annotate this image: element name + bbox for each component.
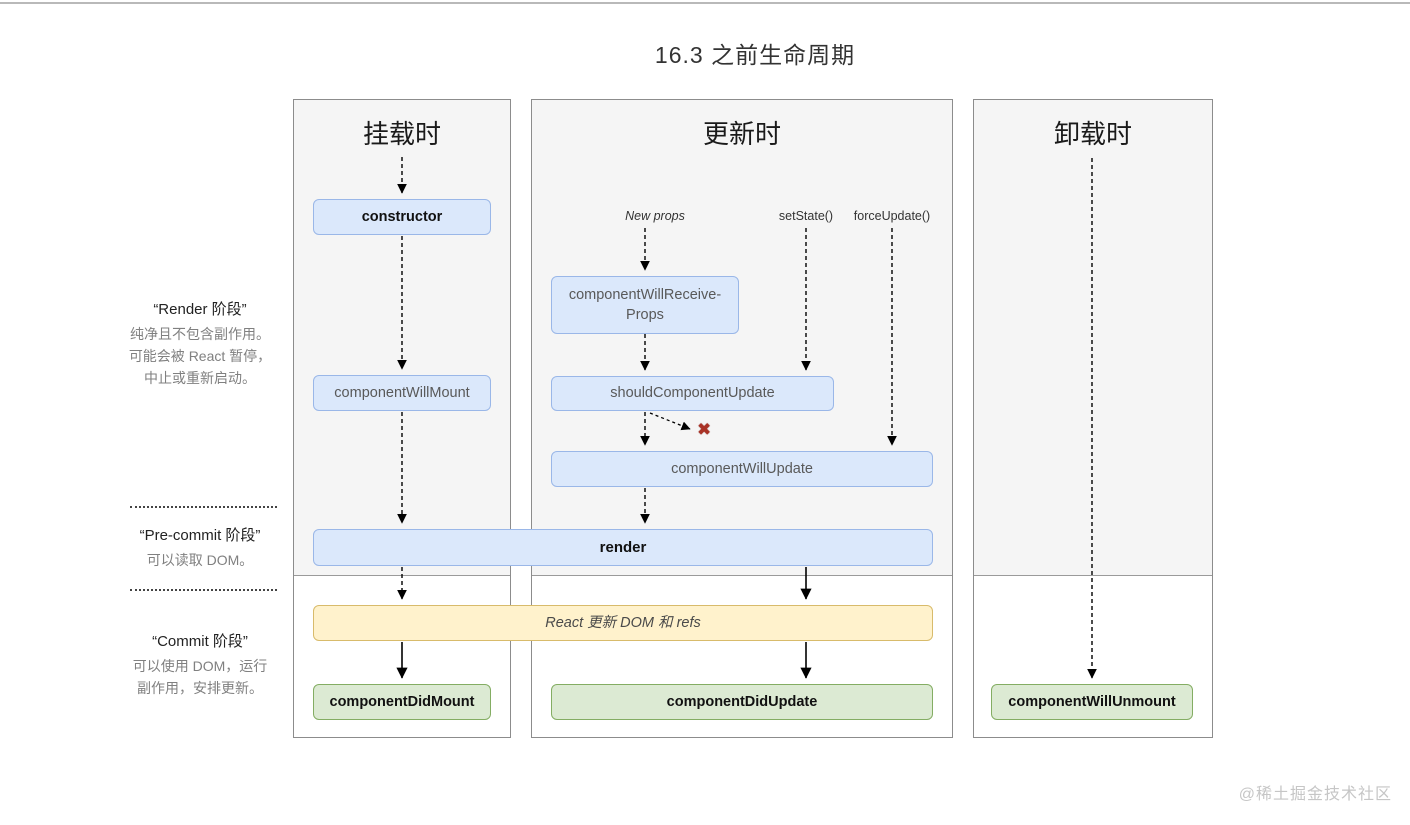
column-mount-shade	[294, 100, 510, 576]
node-component-did-update: componentDidUpdate	[551, 684, 933, 720]
phase-precommit: “Pre-commit 阶段” 可以读取 DOM。	[115, 524, 285, 571]
phase-commit-desc-line: 副作用，安排更新。	[137, 680, 263, 696]
cancel-update-icon: ✖	[697, 420, 712, 439]
node-component-did-mount: componentDidMount	[313, 684, 491, 720]
phase-divider-top	[130, 506, 277, 508]
node-component-will-unmount: componentWillUnmount	[991, 684, 1193, 720]
page-title: 16.3 之前生命周期	[654, 42, 856, 68]
node-constructor: constructor	[313, 199, 491, 235]
column-mount: 挂载时	[293, 99, 511, 738]
node-component-will-receive-props: componentWillReceive- Props	[551, 276, 739, 334]
node-should-component-update: shouldComponentUpdate	[551, 376, 834, 411]
phase-render-desc-line: 纯净且不包含副作用。	[130, 326, 270, 342]
column-unmount-header: 卸载时	[1053, 119, 1132, 149]
watermark: @稀土掘金技术社区	[1238, 786, 1392, 803]
phase-render-title: “Render 阶段”	[153, 301, 247, 318]
node-react-updates-dom: React 更新 DOM 和 refs	[313, 605, 933, 641]
column-update-shade	[532, 100, 952, 576]
top-divider	[0, 2, 1410, 4]
phase-precommit-desc-line: 可以读取 DOM。	[146, 552, 254, 568]
phase-divider-bottom	[130, 589, 277, 591]
column-mount-header: 挂载时	[362, 119, 441, 149]
trigger-force-update: forceUpdate()	[853, 209, 931, 223]
trigger-new-props: New props	[625, 209, 685, 223]
column-update-header: 更新时	[702, 119, 781, 149]
phase-commit: “Commit 阶段” 可以使用 DOM，运行 副作用，安排更新。	[115, 630, 285, 699]
node-render: render	[313, 529, 933, 566]
node-component-will-receive-props-line1: componentWillReceive-	[568, 286, 722, 303]
phase-render-desc-line: 中止或重新启动。	[144, 370, 256, 386]
node-component-will-mount: componentWillMount	[313, 375, 491, 411]
phase-commit-title: “Commit 阶段”	[152, 633, 248, 650]
column-update: 更新时	[531, 99, 953, 738]
phase-precommit-title: “Pre-commit 阶段”	[139, 527, 261, 544]
column-unmount-shade	[974, 100, 1212, 576]
node-component-will-update: componentWillUpdate	[551, 451, 933, 487]
phase-render: “Render 阶段” 纯净且不包含副作用。 可能会被 React 暂停， 中止…	[115, 298, 285, 389]
column-unmount: 卸载时	[973, 99, 1213, 738]
trigger-set-state: setState()	[778, 209, 834, 223]
phase-render-desc-line: 可能会被 React 暂停，	[128, 348, 272, 364]
node-component-will-receive-props-line2: Props	[626, 307, 664, 323]
phase-commit-desc-line: 可以使用 DOM，运行	[132, 658, 268, 674]
